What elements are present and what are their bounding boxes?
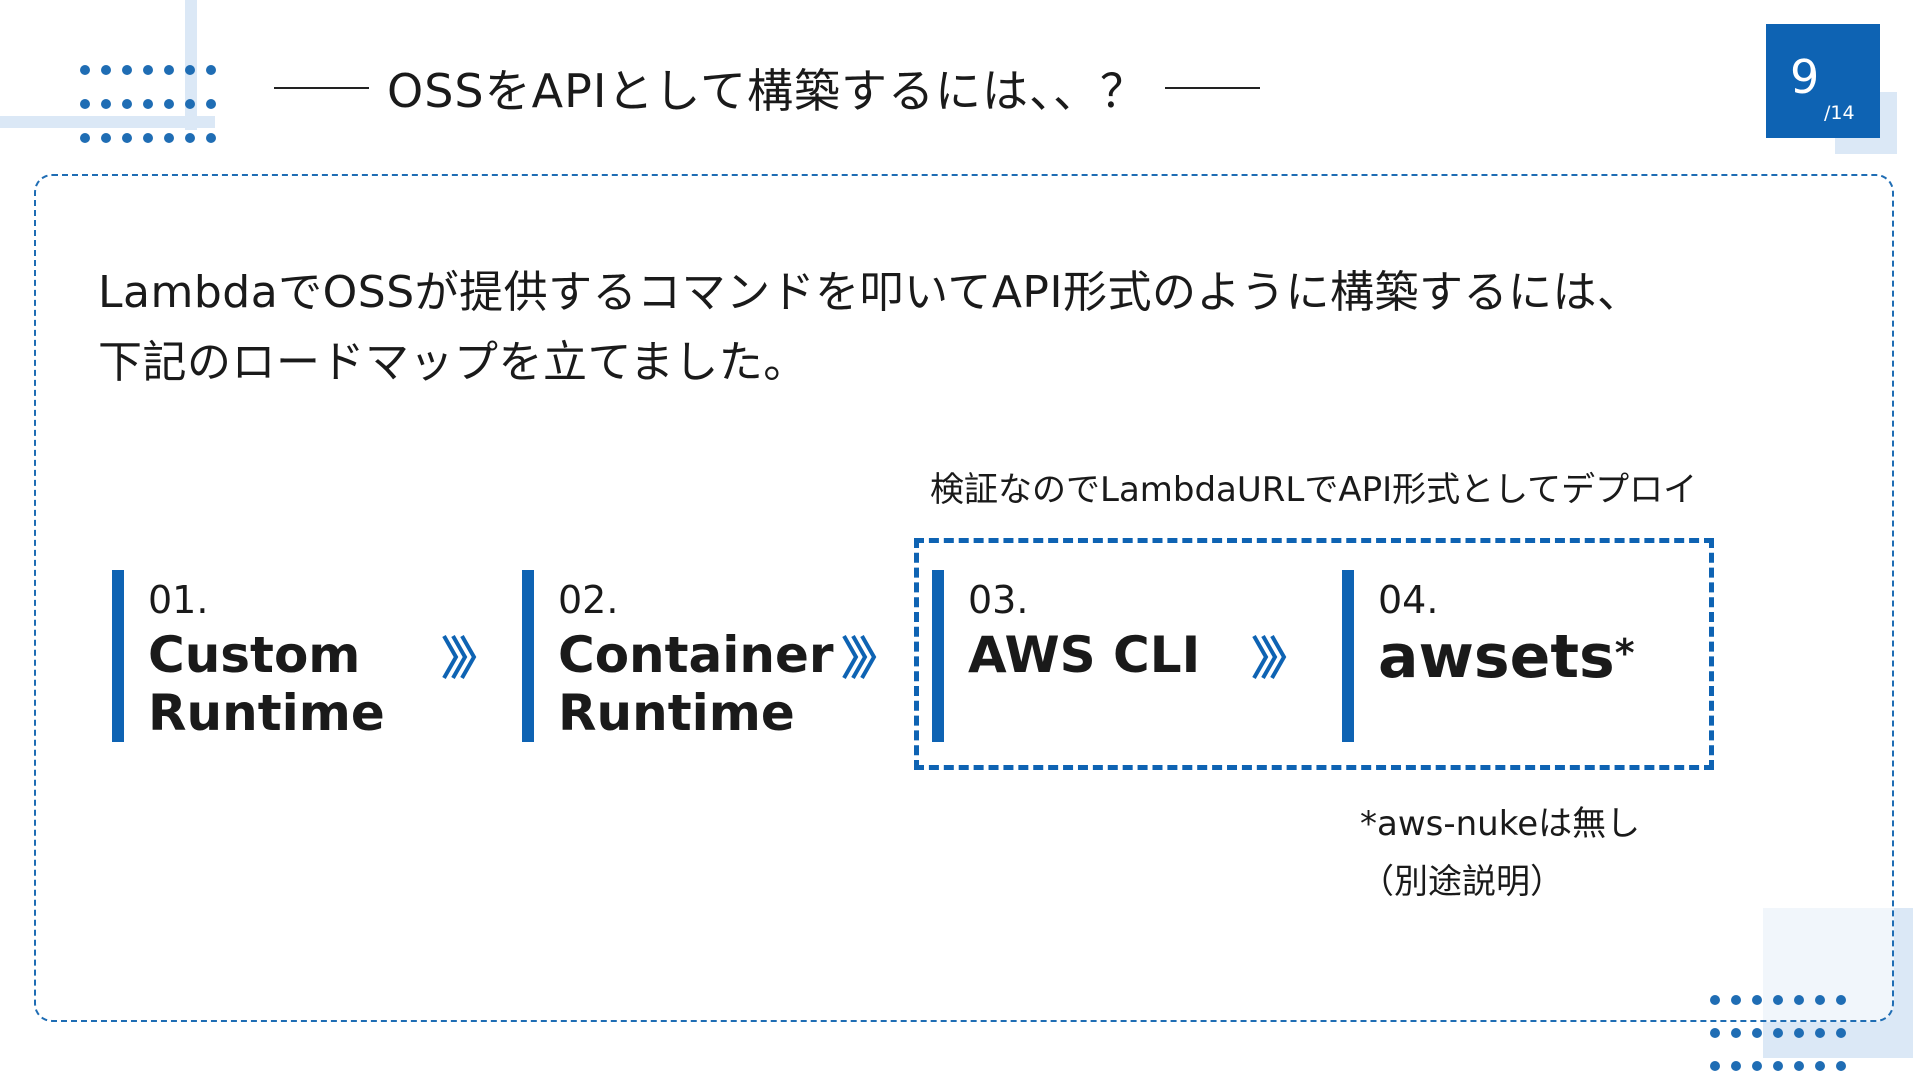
double-chevron-right-icon bbox=[838, 630, 882, 684]
slide-title-row: OSSをAPIとして構築するには、、？ bbox=[274, 58, 1260, 118]
step-title-line-2: Runtime bbox=[558, 684, 795, 742]
double-chevron-right-icon bbox=[1248, 630, 1292, 684]
step-accent-bar bbox=[522, 570, 534, 742]
footnote-line-2: （別途説明） bbox=[1360, 862, 1564, 902]
step-number: 04. bbox=[1378, 578, 1439, 622]
slide-title: OSSをAPIとして構築するには、、？ bbox=[387, 64, 1147, 118]
step-accent-bar bbox=[1342, 570, 1354, 742]
step-accent-bar bbox=[112, 570, 124, 742]
content-panel bbox=[34, 174, 1894, 1022]
deploy-group-box bbox=[914, 538, 1714, 770]
step-title: AWS CLI bbox=[968, 626, 1200, 684]
step-title-line-1: awsets bbox=[1378, 622, 1615, 692]
step-title-line-1: Container bbox=[558, 626, 834, 684]
intro-text: LambdaでOSSが提供するコマンドを叩いてAPI形式のように構築するには、 … bbox=[98, 258, 1641, 398]
decorative-dot-grid-bottom-right bbox=[1710, 995, 1846, 1071]
intro-line-1: LambdaでOSSが提供するコマンドを叩いてAPI形式のように構築するには、 bbox=[98, 267, 1642, 318]
decorative-dot-grid-top-left bbox=[80, 65, 216, 143]
step-number: 01. bbox=[148, 578, 209, 622]
step-title-footnote-mark: * bbox=[1614, 631, 1635, 675]
step-number: 03. bbox=[968, 578, 1029, 622]
group-note: 検証なのでLambdaURLでAPI形式としてデプロイ bbox=[930, 470, 1698, 510]
page-number-current: 9 bbox=[1790, 50, 1820, 104]
step-title-line-1: Custom bbox=[148, 626, 361, 684]
page-number-total: /14 bbox=[1824, 102, 1855, 124]
page-number-badge: 9 /14 bbox=[1766, 24, 1880, 138]
footnote: *aws-nukeは無し （別途説明） bbox=[1360, 795, 1640, 911]
step-title: awsets* bbox=[1378, 627, 1635, 687]
intro-line-2: 下記のロードマップを立てました。 bbox=[98, 337, 808, 388]
step-title-line-1: AWS CLI bbox=[968, 626, 1201, 684]
double-chevron-right-icon bbox=[438, 630, 482, 684]
step-title: Container Runtime bbox=[558, 626, 834, 742]
step-number: 02. bbox=[558, 578, 619, 622]
step-title: Custom Runtime bbox=[148, 626, 385, 742]
title-rule-right bbox=[1165, 87, 1260, 89]
footnote-line-1: *aws-nukeは無し bbox=[1360, 804, 1641, 844]
step-accent-bar bbox=[932, 570, 944, 742]
step-title-line-2: Runtime bbox=[148, 684, 385, 742]
decorative-horizontal-line bbox=[0, 116, 215, 128]
title-rule-left bbox=[274, 87, 369, 89]
